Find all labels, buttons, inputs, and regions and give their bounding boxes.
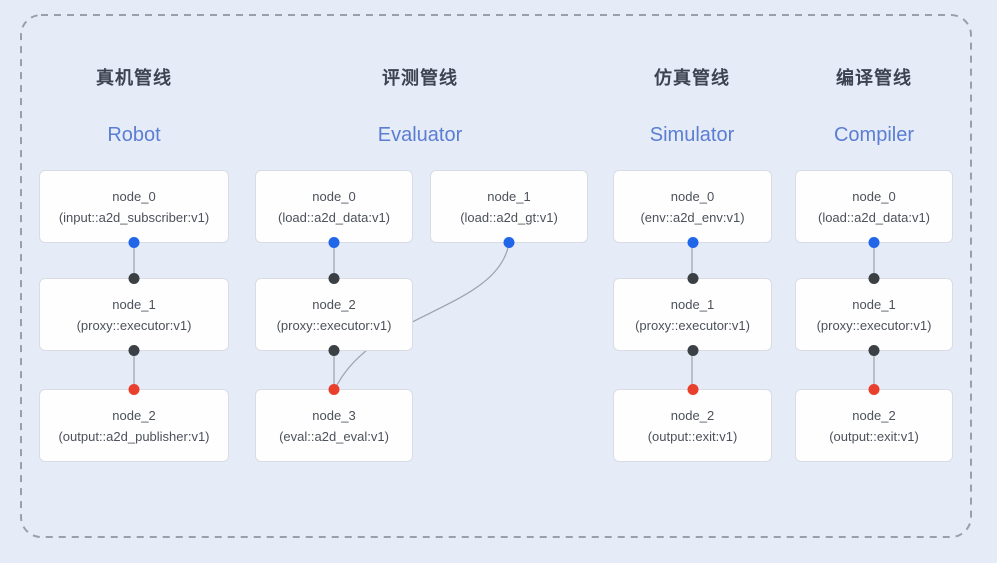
node-card-simulator-1[interactable]: node_1 (proxy::executor:v1) bbox=[613, 273, 772, 356]
dashed-border bbox=[20, 14, 972, 538]
node-card-evaluator-1[interactable]: node_1 (load::a2d_gt:v1) bbox=[430, 170, 588, 248]
source-port-dot bbox=[687, 237, 698, 248]
node-card-simulator-0[interactable]: node_0 (env::a2d_env:v1) bbox=[613, 170, 772, 248]
node-type: (proxy::executor:v1) bbox=[816, 317, 932, 333]
node-card-compiler-0[interactable]: node_0 (load::a2d_data:v1) bbox=[795, 170, 953, 248]
node-name: node_2 bbox=[670, 407, 715, 423]
node-name: node_0 bbox=[670, 188, 715, 204]
node-card-simulator-2[interactable]: node_2 (output::exit:v1) bbox=[613, 384, 772, 462]
source-port-dot bbox=[503, 237, 515, 248]
node-name: node_0 bbox=[312, 188, 356, 204]
sink-port-dot bbox=[328, 384, 340, 395]
node-name: node_3 bbox=[312, 407, 356, 423]
node-type: (env::a2d_env:v1) bbox=[640, 209, 745, 225]
middle-port-dot bbox=[128, 345, 140, 356]
node-type: (proxy::executor:v1) bbox=[635, 317, 750, 333]
node-name: node_1 bbox=[112, 296, 156, 312]
node-type: (output::exit:v1) bbox=[647, 428, 738, 444]
node-type: (load::a2d_data:v1) bbox=[277, 209, 391, 225]
pipeline-evaluator-title-zh: 评测管线 bbox=[382, 68, 458, 88]
middle-port-dot bbox=[868, 273, 880, 284]
node-card-robot-2[interactable]: node_2 (output::a2d_publisher:v1) bbox=[39, 384, 229, 462]
node-name: node_1 bbox=[852, 296, 896, 312]
node-name: node_2 bbox=[312, 296, 356, 312]
node-name: node_1 bbox=[487, 188, 531, 204]
sink-port-dot bbox=[128, 384, 140, 395]
node-name: node_2 bbox=[852, 407, 896, 423]
pipeline-simulator-title-zh: 仿真管线 bbox=[654, 68, 730, 88]
pipeline-compiler-title-zh: 编译管线 bbox=[836, 68, 912, 88]
sink-port-dot bbox=[687, 384, 698, 395]
middle-port-dot bbox=[128, 273, 140, 284]
node-name: node_0 bbox=[112, 188, 156, 204]
node-card-compiler-2[interactable]: node_2 (output::exit:v1) bbox=[795, 384, 953, 462]
node-type: (load::a2d_gt:v1) bbox=[460, 209, 558, 225]
middle-port-dot bbox=[687, 345, 698, 356]
middle-port-dot bbox=[328, 345, 340, 356]
node-type: (proxy::executor:v1) bbox=[76, 317, 192, 333]
middle-port-dot bbox=[687, 273, 698, 284]
middle-port-dot bbox=[328, 273, 340, 284]
node-card-robot-1[interactable]: node_1 (proxy::executor:v1) bbox=[39, 273, 229, 356]
edge-curve bbox=[334, 242, 510, 390]
pipeline-robot-title-zh: 真机管线 bbox=[96, 68, 172, 88]
middle-port-dot bbox=[868, 345, 880, 356]
pipeline-robot-title-en: Robot bbox=[107, 124, 161, 146]
node-card-evaluator-2[interactable]: node_2 (proxy::executor:v1) bbox=[255, 273, 413, 356]
source-port-dot bbox=[868, 237, 880, 248]
node-name: node_0 bbox=[852, 188, 896, 204]
node-name: node_2 bbox=[112, 407, 156, 423]
source-port-dot bbox=[128, 237, 140, 248]
node-type: (output::exit:v1) bbox=[829, 428, 919, 444]
node-card-evaluator-0[interactable]: node_0 (load::a2d_data:v1) bbox=[255, 170, 413, 248]
source-port-dot bbox=[328, 237, 340, 248]
node-type: (input::a2d_subscriber:v1) bbox=[58, 209, 210, 225]
pipeline-evaluator-title-en: Evaluator bbox=[377, 124, 463, 146]
node-card-evaluator-3[interactable]: node_3 (eval::a2d_eval:v1) bbox=[255, 384, 413, 462]
node-type: (output::a2d_publisher:v1) bbox=[58, 428, 210, 444]
node-card-compiler-1[interactable]: node_1 (proxy::executor:v1) bbox=[795, 273, 953, 356]
node-type: (load::a2d_data:v1) bbox=[817, 209, 931, 225]
pipeline-compiler-title-en: Compiler bbox=[833, 124, 915, 146]
pipeline-simulator-title-en: Simulator bbox=[649, 124, 735, 146]
sink-port-dot bbox=[868, 384, 880, 395]
node-name: node_1 bbox=[670, 296, 715, 312]
node-type: (proxy::executor:v1) bbox=[276, 317, 392, 333]
node-type: (eval::a2d_eval:v1) bbox=[279, 428, 389, 444]
node-card-robot-0[interactable]: node_0 (input::a2d_subscriber:v1) bbox=[39, 170, 229, 248]
